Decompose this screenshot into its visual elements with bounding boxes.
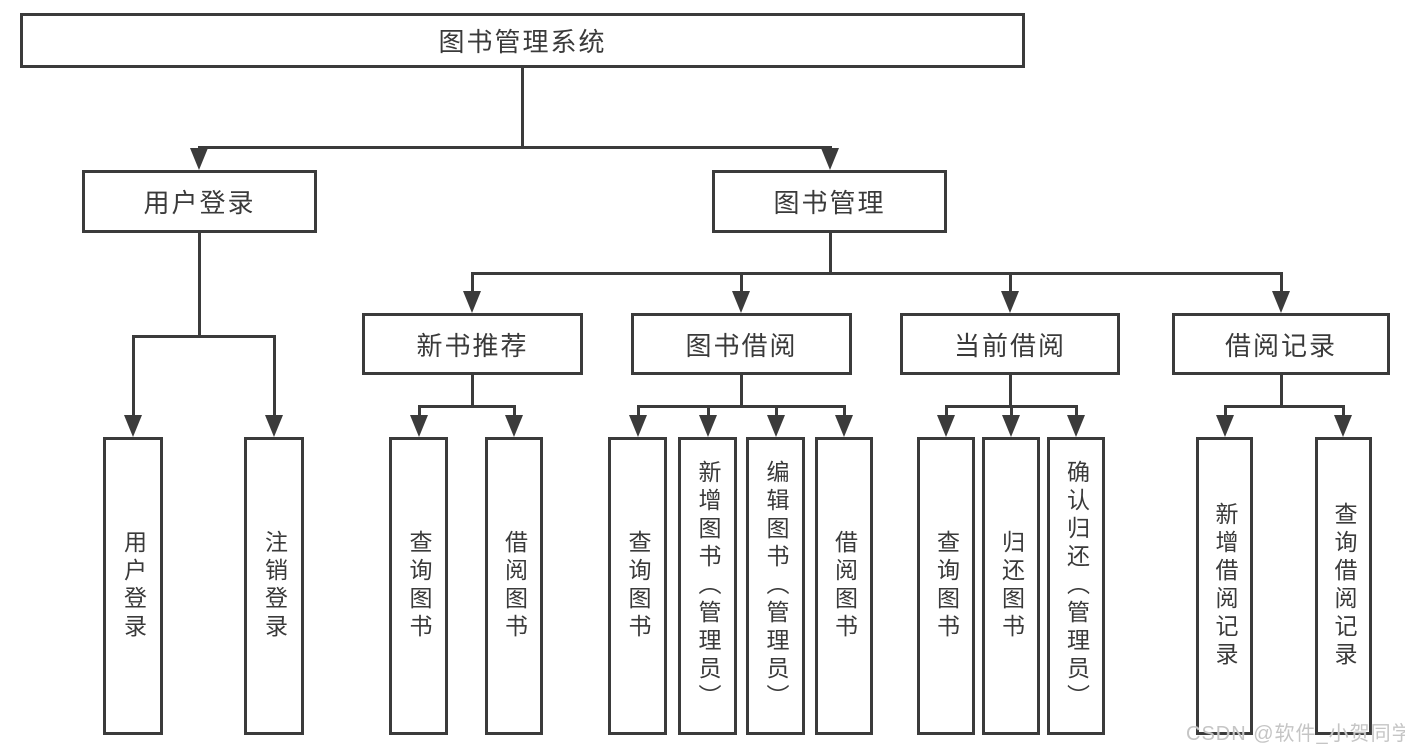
connector-vline-10 xyxy=(1279,272,1283,301)
connector-hline-5 xyxy=(944,405,1078,408)
arrowhead-icon-0 xyxy=(190,148,208,170)
connector-vline-9 xyxy=(1008,272,1012,301)
leaf-nb-borrow-books: 借阅图书 xyxy=(485,437,543,735)
leaf-bb-query-books-label: 查询图书 xyxy=(625,530,651,642)
arrowhead-icon-16 xyxy=(1067,415,1085,437)
leaf-nb-query-books: 查询图书 xyxy=(389,437,448,735)
arrowhead-icon-3 xyxy=(265,415,283,437)
connector-vline-7 xyxy=(470,272,474,301)
arrowhead-icon-4 xyxy=(463,291,481,313)
connector-vline-14 xyxy=(1279,375,1283,407)
connector-hline-1 xyxy=(131,335,276,338)
connector-vline-3 xyxy=(197,233,201,337)
arrowhead-icon-6 xyxy=(1001,291,1019,313)
leaf-cb-confirm-return-admin-label: 确认归还（管理员） xyxy=(1063,460,1090,712)
leaf-bb-query-books: 查询图书 xyxy=(608,437,667,735)
node-borrow-records: 借阅记录 xyxy=(1172,313,1390,375)
arrowhead-icon-15 xyxy=(1002,415,1020,437)
node-book-borrowing-label: 图书借阅 xyxy=(685,330,798,361)
leaf-logout-label: 注销登录 xyxy=(261,530,288,642)
arrowhead-icon-10 xyxy=(629,415,647,437)
leaf-logout: 注销登录 xyxy=(244,437,304,735)
arrowhead-icon-17 xyxy=(1216,415,1234,437)
arrowhead-icon-18 xyxy=(1334,415,1352,437)
connector-vline-6 xyxy=(272,335,276,425)
connector-vline-0 xyxy=(520,68,524,148)
leaf-bb-add-books-admin-label: 新增图书（管理员） xyxy=(695,460,721,712)
connector-vline-13 xyxy=(1008,375,1012,407)
leaf-br-query-record: 查询借阅记录 xyxy=(1315,437,1372,735)
leaf-user-login-label: 用户登录 xyxy=(120,530,147,642)
node-current-borrowing-label: 当前借阅 xyxy=(953,330,1066,361)
connector-vline-12 xyxy=(739,375,743,407)
csdn-watermark: CSDN @软件_小贺同学 xyxy=(1186,723,1405,745)
node-book-borrowing: 图书借阅 xyxy=(631,313,852,375)
connector-vline-4 xyxy=(828,233,832,274)
node-user-login-label: 用户登录 xyxy=(143,188,256,218)
arrowhead-icon-14 xyxy=(937,415,955,437)
arrowhead-icon-11 xyxy=(699,415,717,437)
leaf-nb-query-books-label: 查询图书 xyxy=(406,530,432,642)
leaf-user-login: 用户登录 xyxy=(103,437,163,735)
leaf-cb-return-books-label: 归还图书 xyxy=(998,530,1025,642)
connector-vline-8 xyxy=(739,272,743,301)
arrowhead-icon-7 xyxy=(1272,291,1290,313)
node-borrow-records-label: 借阅记录 xyxy=(1224,330,1337,361)
node-book-management-label: 图书管理 xyxy=(773,188,886,218)
arrowhead-icon-2 xyxy=(124,415,142,437)
leaf-cb-return-books: 归还图书 xyxy=(982,437,1040,735)
leaf-cb-confirm-return-admin: 确认归还（管理员） xyxy=(1047,437,1105,735)
arrowhead-icon-1 xyxy=(821,148,839,170)
arrowhead-icon-12 xyxy=(767,415,785,437)
leaf-br-query-record-label: 查询借阅记录 xyxy=(1331,502,1357,670)
node-current-borrowing: 当前借阅 xyxy=(900,313,1120,375)
connector-hline-6 xyxy=(1223,405,1345,408)
connector-vline-11 xyxy=(470,375,474,407)
leaf-nb-borrow-books-label: 借阅图书 xyxy=(501,530,528,642)
node-user-login: 用户登录 xyxy=(82,170,317,233)
leaf-bb-edit-books-admin-label: 编辑图书（管理员） xyxy=(763,460,789,712)
leaf-bb-edit-books-admin: 编辑图书（管理员） xyxy=(746,437,805,735)
node-new-book-recommend-label: 新书推荐 xyxy=(416,330,529,361)
leaf-cb-query-books: 查询图书 xyxy=(917,437,975,735)
leaf-bb-borrow-books: 借阅图书 xyxy=(815,437,873,735)
leaf-bb-add-books-admin: 新增图书（管理员） xyxy=(678,437,737,735)
arrowhead-icon-8 xyxy=(410,415,428,437)
arrowhead-icon-9 xyxy=(505,415,523,437)
leaf-bb-borrow-books-label: 借阅图书 xyxy=(831,530,858,642)
node-system: 图书管理系统 xyxy=(20,13,1025,68)
connector-hline-2 xyxy=(470,272,1283,275)
connector-hline-4 xyxy=(636,405,846,408)
node-system-label: 图书管理系统 xyxy=(438,27,607,57)
connector-vline-5 xyxy=(131,335,135,425)
node-book-management: 图书管理 xyxy=(712,170,947,233)
leaf-br-add-record: 新增借阅记录 xyxy=(1196,437,1253,735)
node-new-book-recommend: 新书推荐 xyxy=(362,313,583,375)
arrowhead-icon-13 xyxy=(835,415,853,437)
connector-hline-3 xyxy=(417,405,516,408)
connector-hline-0 xyxy=(197,146,832,149)
leaf-cb-query-books-label: 查询图书 xyxy=(933,530,960,642)
arrowhead-icon-5 xyxy=(732,291,750,313)
leaf-br-add-record-label: 新增借阅记录 xyxy=(1212,502,1238,670)
